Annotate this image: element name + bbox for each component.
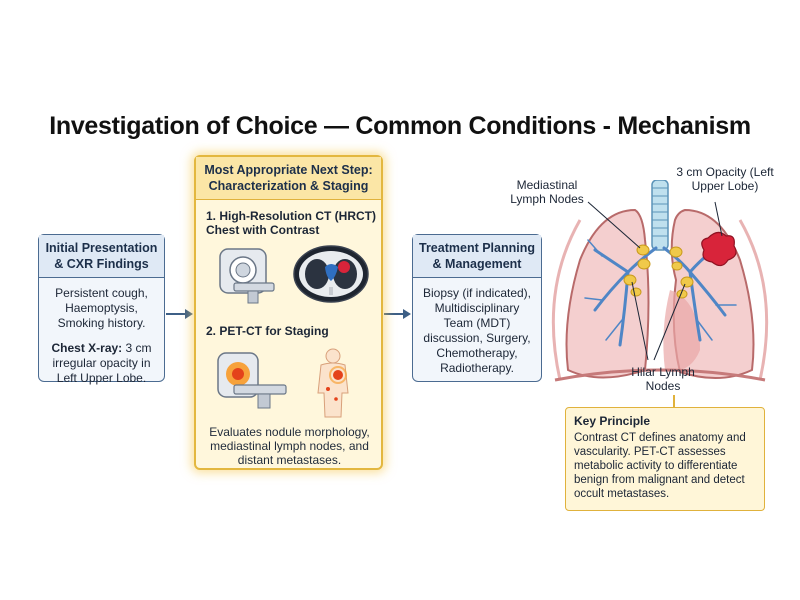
arrow-initial-to-next — [166, 309, 193, 319]
page-title: Investigation of Choice — Common Conditi… — [49, 112, 751, 140]
arrow-next-to-treatment — [384, 309, 411, 319]
xray-label: Chest X-ray: — [51, 341, 123, 355]
ct-chest-slice-icon — [293, 245, 369, 303]
pet-body-scan-icon — [317, 348, 349, 418]
tumor-opacity — [701, 231, 737, 267]
key-principle-title: Key Principle — [574, 414, 651, 428]
lung-illustration — [551, 180, 769, 382]
treatment-heading: Treatment Planning & Management — [413, 235, 541, 278]
mediastinal-nodes-label: Mediastinal Lymph Nodes — [510, 178, 584, 206]
next-step-box: Most Appropriate Next Step: Characteriza… — [194, 155, 383, 470]
key-principle-box: Key Principle Contrast CT defines anatom… — [565, 407, 765, 511]
step-petct-label: 2. PET-CT for Staging — [206, 324, 329, 338]
initial-presentation-heading: Initial Presentation & CXR Findings — [39, 235, 164, 278]
opacity-label: 3 cm Opacity (Left Upper Lobe) — [676, 165, 774, 193]
next-step-heading: Most Appropriate Next Step: Characteriza… — [196, 157, 381, 200]
evaluates-text: Evaluates nodule morphology, mediastinal… — [209, 425, 370, 467]
hilar-nodes-label: Hilar Lymph Nodes — [631, 365, 695, 393]
key-principle-connector — [673, 395, 675, 408]
pet-ct-scanner-icon — [217, 352, 287, 409]
symptoms-text: Persistent cough, Haemoptysis, Smoking h… — [55, 286, 148, 330]
initial-presentation-box: Initial Presentation & CXR Findings Pers… — [38, 234, 165, 385]
xray-text: 3 cm irregular opacity in Left Upper Lob… — [52, 341, 152, 385]
step-hrct-label: 1. High-Resolution CT (HRCT) Chest with … — [206, 209, 376, 237]
xray-findings: Chest X-ray: 3 cm irregular opacity in L… — [45, 341, 158, 386]
ct-scanner-icon — [219, 248, 275, 304]
treatment-body: Biopsy (if indicated), Multidisciplinary… — [422, 286, 532, 375]
initial-presentation-body: Persistent cough, Haemoptysis, Smoking h… — [39, 278, 164, 394]
key-principle-text: Contrast CT defines anatomy and vascular… — [574, 432, 746, 500]
trachea — [651, 180, 669, 251]
treatment-planning-box: Treatment Planning & Management Biopsy (… — [412, 234, 542, 382]
